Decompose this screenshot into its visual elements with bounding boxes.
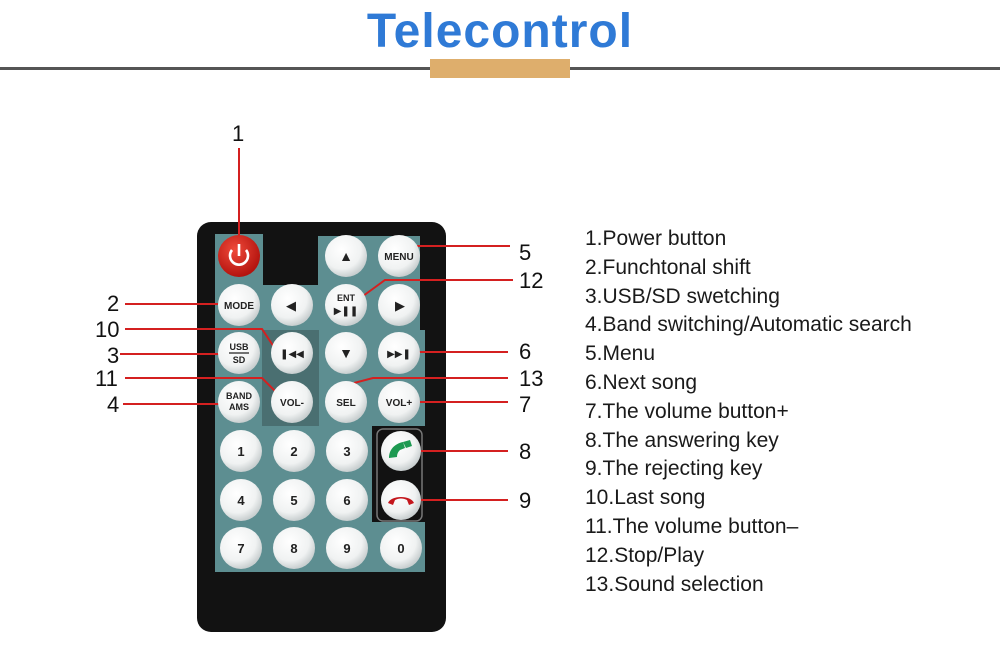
callout-number-4: 4 <box>107 392 120 417</box>
digit-button-7[interactable]: 7 <box>220 527 262 569</box>
callout-number-6: 6 <box>519 339 532 364</box>
keypad-panel <box>215 234 425 572</box>
band-ams-button[interactable]: BAND AMS <box>218 381 260 423</box>
play-pause-icon: ▶❚❚ <box>334 306 358 317</box>
phone-answer-icon <box>389 440 412 458</box>
reject-call-button[interactable] <box>381 480 421 520</box>
left-arrow-icon: ◀ <box>286 298 296 313</box>
legend-item: 7.The volume button+ <box>585 399 789 423</box>
digit-label: 8 <box>290 541 297 556</box>
sel-button-label: SEL <box>336 398 355 409</box>
menu-button-label: MENU <box>384 252 413 263</box>
digit-button-5[interactable]: 5 <box>273 479 315 521</box>
legend-item: 1.Power button <box>585 227 727 250</box>
legend-item: 5.Menu <box>585 342 656 366</box>
skip-forward-icon: ▶▶❚ <box>387 349 411 360</box>
digit-button-9[interactable]: 9 <box>326 527 368 569</box>
legend-item: 4.Band switching/Automatic search <box>585 313 912 337</box>
digit-button-2[interactable]: 2 <box>273 430 315 472</box>
power-button[interactable] <box>218 235 260 277</box>
up-arrow-icon: ▲ <box>339 248 353 264</box>
mode-button-label: MODE <box>224 301 254 312</box>
legend-item: 10.Last song <box>585 486 706 510</box>
callout-number-13: 13 <box>519 366 544 391</box>
legend-item: 9.The rejecting key <box>585 457 763 481</box>
digit-button-3[interactable]: 3 <box>326 430 368 472</box>
callout-number-7: 7 <box>519 392 532 417</box>
digit-label: 0 <box>397 541 404 556</box>
mode-button[interactable]: MODE <box>218 284 260 326</box>
legend-item: 6.Next song <box>585 370 698 394</box>
digit-button-8[interactable]: 8 <box>273 527 315 569</box>
title-accent-bar <box>430 59 570 78</box>
digit-label: 4 <box>237 493 245 508</box>
callout-number-2: 2 <box>107 291 120 316</box>
ent-play-pause-button[interactable]: ENT ▶❚❚ <box>325 284 367 326</box>
legend-item: 3.USB/SD swetching <box>585 284 780 308</box>
callout-number-3: 3 <box>107 343 120 368</box>
digit-label: 2 <box>290 444 297 459</box>
digit-button-4[interactable]: 4 <box>220 479 262 521</box>
callout-lines <box>120 148 513 501</box>
ent-label: ENT <box>337 293 356 303</box>
volume-down-button[interactable]: VOL- <box>271 381 313 423</box>
next-song-button[interactable]: ▶▶❚ <box>378 332 420 374</box>
down-arrow-icon: ▼ <box>339 345 353 361</box>
legend-item: 12.Stop/Play <box>585 543 705 567</box>
button-legend: 1.Power button 2.Funchtonal shift 3.USB/… <box>585 225 912 599</box>
callout-number-1: 1 <box>232 121 245 146</box>
callout-number-11: 11 <box>95 366 118 391</box>
legend-item: 8.The answering key <box>585 428 779 452</box>
usb-sd-button[interactable]: USB SD <box>218 332 260 374</box>
legend-item: 13.Sound selection <box>585 572 764 596</box>
callout-number-9: 9 <box>519 488 532 513</box>
callout-number-8: 8 <box>519 439 532 464</box>
digit-label: 9 <box>343 541 350 556</box>
volume-up-label: VOL+ <box>386 398 413 409</box>
callout-number-12: 12 <box>519 268 544 293</box>
sel-button[interactable]: SEL <box>325 381 367 423</box>
digit-button-6[interactable]: 6 <box>326 479 368 521</box>
digit-label: 5 <box>290 493 297 508</box>
callout-number-10: 10 <box>95 317 120 342</box>
legend-item: 11.The volume button– <box>585 514 799 538</box>
down-button[interactable]: ▼ <box>325 332 367 374</box>
digit-label: 3 <box>343 444 350 459</box>
digit-button-1[interactable]: 1 <box>220 430 262 472</box>
power-icon <box>228 244 250 266</box>
menu-button[interactable]: MENU <box>378 235 420 277</box>
callout-number-5: 5 <box>519 240 532 265</box>
page-title: Telecontrol <box>366 5 634 58</box>
skip-back-icon: ❚◀◀ <box>280 349 304 360</box>
right-button[interactable]: ▶ <box>378 284 420 326</box>
up-button[interactable]: ▲ <box>325 235 367 277</box>
digit-button-0[interactable]: 0 <box>380 527 422 569</box>
previous-song-button[interactable]: ❚◀◀ <box>271 332 313 374</box>
right-arrow-icon: ▶ <box>395 298 405 313</box>
ams-label: AMS <box>229 402 249 412</box>
left-button[interactable]: ◀ <box>271 284 313 326</box>
band-label: BAND <box>226 391 252 401</box>
volume-up-button[interactable]: VOL+ <box>378 381 420 423</box>
legend-item: 2.Funchtonal shift <box>585 255 751 279</box>
sd-label: SD <box>233 355 246 365</box>
call-keys-frame <box>376 428 423 522</box>
phone-reject-icon <box>388 497 414 505</box>
usb-label: USB <box>229 342 249 352</box>
digit-label: 1 <box>237 444 244 459</box>
answer-call-button[interactable] <box>381 431 421 471</box>
volume-down-label: VOL- <box>280 398 304 409</box>
digit-label: 7 <box>237 541 244 556</box>
digit-label: 6 <box>343 493 350 508</box>
